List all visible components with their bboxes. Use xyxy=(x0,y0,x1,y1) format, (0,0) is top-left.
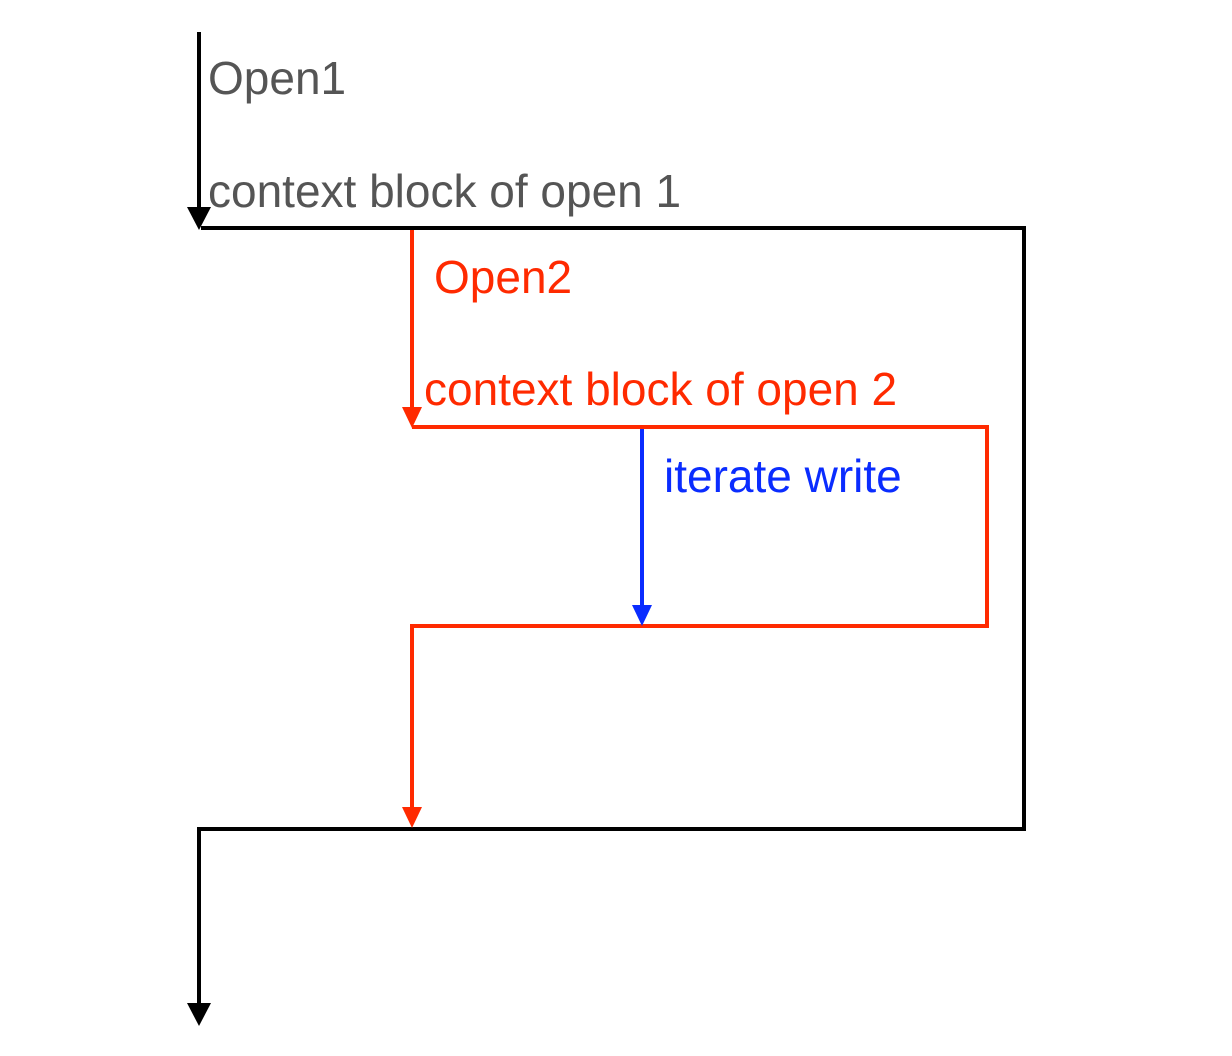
open1-entry-arrowhead xyxy=(187,207,211,230)
open2-exit-arrowhead xyxy=(402,807,422,828)
open2-context-box xyxy=(410,425,989,808)
context-block-open2-label: context block of open 2 xyxy=(424,363,898,415)
open1-context-box xyxy=(197,226,1026,1005)
open2-entry-arrowhead xyxy=(402,407,422,428)
exit-arrowhead xyxy=(187,1003,211,1026)
iterate-write-label: iterate write xyxy=(664,450,902,502)
inner-flow xyxy=(410,230,989,808)
open1-label: Open1 xyxy=(208,52,347,104)
iterate-write-arrowhead xyxy=(632,605,652,626)
context-block-open1-label: context block of open 1 xyxy=(208,165,682,217)
open2-label: Open2 xyxy=(434,251,573,303)
outer-flow xyxy=(197,32,1026,1005)
